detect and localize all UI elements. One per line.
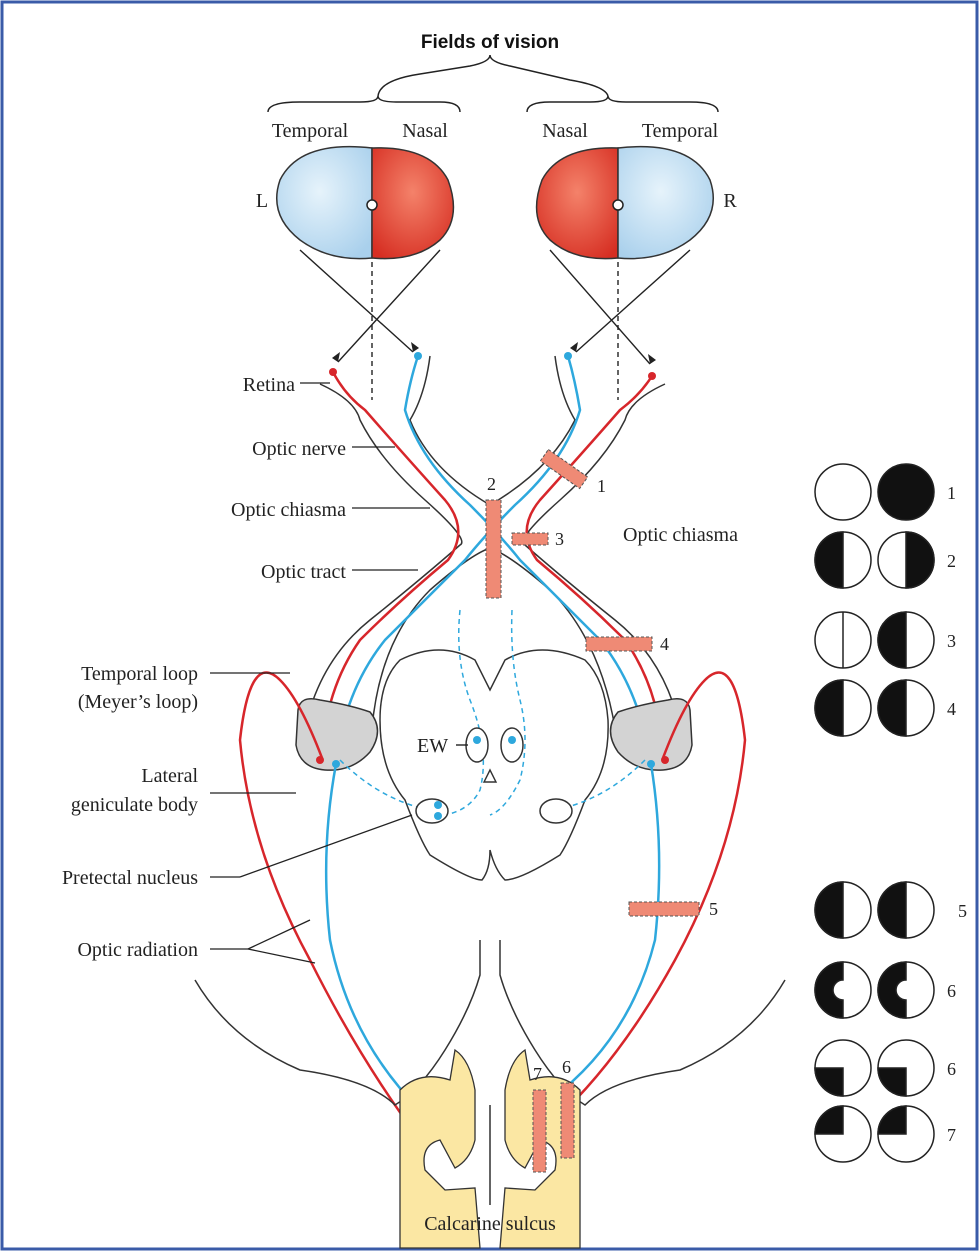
right-projection-lines <box>550 250 690 400</box>
pretectal-nucleus-label: Pretectal nucleus <box>62 867 198 889</box>
defect-6b-left-fill <box>815 1068 843 1096</box>
left-red-retina-point <box>329 368 337 376</box>
right-nasal-label: Nasal <box>542 120 588 142</box>
meyers-loop-label: (Meyer’s loop) <box>78 691 198 713</box>
lesion-1-number: 1 <box>597 476 606 496</box>
left-visual-field <box>277 147 454 259</box>
lesion-7-number: 7 <box>533 1064 542 1084</box>
pretectal-nucleus-left <box>416 799 448 823</box>
defect-4-right-fill <box>878 680 906 736</box>
optic-tract-label: Optic tract <box>261 561 346 583</box>
defect-5-left-fill <box>815 882 843 938</box>
lesion-3-number: 3 <box>555 529 564 549</box>
left-blue-retina-point <box>414 352 422 360</box>
defect-5-right-fill <box>878 882 906 938</box>
ew-right-point <box>508 736 516 744</box>
fields-brace <box>378 55 608 96</box>
defect-6b-right-fill <box>878 1068 906 1096</box>
left-eye-label: L <box>256 190 268 212</box>
occipital-outline <box>195 940 785 1105</box>
defect-1-number: 1 <box>947 483 956 503</box>
right-nasal-field <box>537 148 618 259</box>
left-temporal-field <box>277 147 372 259</box>
lesion-6 <box>561 1083 574 1158</box>
defect-3-right-fill <box>878 612 906 668</box>
midbrain-section <box>380 650 608 880</box>
lesion-5 <box>629 902 699 916</box>
left-fixation-point <box>367 200 377 210</box>
defect-4-number: 4 <box>947 699 956 719</box>
right-temporal-label: Temporal <box>642 120 719 142</box>
ew-nucleus-left <box>466 728 488 762</box>
right-lateral-geniculate-body <box>611 699 693 770</box>
lesion-4 <box>586 637 652 651</box>
lesion-2-number: 2 <box>487 474 496 494</box>
ew-label: EW <box>417 735 448 757</box>
calcarine-sulcus-label: Calcarine sulcus <box>424 1213 556 1235</box>
defect-1-right-eye <box>878 464 934 520</box>
lesion-5-number: 5 <box>709 899 718 919</box>
defect-6a-number: 6 <box>947 981 956 1001</box>
right-red-retina-point <box>648 372 656 380</box>
geniculate-body-label: geniculate body <box>71 794 198 816</box>
left-eye-brace <box>268 96 460 112</box>
defect-7-number: 7 <box>947 1125 956 1145</box>
defect-3-number: 3 <box>947 631 956 651</box>
defect-7-left-fill <box>815 1106 843 1134</box>
lesion-7 <box>533 1090 546 1172</box>
right-eye-label: R <box>723 190 737 212</box>
ew-nucleus-right <box>501 728 523 762</box>
right-visual-field <box>537 147 714 259</box>
lesion-2 <box>486 500 501 598</box>
ew-left-point <box>473 736 481 744</box>
optic-chiasma-label: Optic chiasma <box>231 499 346 521</box>
right-eye-brace <box>527 96 718 112</box>
pretectal-left-point-a <box>434 801 442 809</box>
lateral-label: Lateral <box>141 765 198 787</box>
optic-nerve-label: Optic nerve <box>252 438 346 460</box>
defect-2-number: 2 <box>947 551 956 571</box>
right-blue-retina-point <box>564 352 572 360</box>
defect-7-right-fill <box>878 1106 906 1134</box>
lesion-3 <box>512 533 548 545</box>
defect-5-number: 5 <box>958 901 967 921</box>
left-projection-lines <box>300 250 440 400</box>
left-optic-radiation-blue <box>326 764 420 1110</box>
defect-2-left-fill <box>815 532 843 588</box>
figure-title: Fields of vision <box>421 32 559 53</box>
pretectal-left-point-b <box>434 812 442 820</box>
defect-1-left-eye <box>815 464 871 520</box>
lesion-4-number: 4 <box>660 634 669 654</box>
field-defect-column <box>815 464 934 1162</box>
defect-4-left-fill <box>815 680 843 736</box>
lesion-6-number: 6 <box>562 1057 571 1077</box>
left-nasal-label: Nasal <box>402 120 448 142</box>
defect-6b-number: 6 <box>947 1059 956 1079</box>
left-lateral-geniculate-body <box>296 699 378 770</box>
optic-radiation-label: Optic radiation <box>77 939 198 961</box>
temporal-loop-label: Temporal loop <box>81 663 198 685</box>
retina-label: Retina <box>243 374 295 396</box>
defect-2-right-fill <box>906 532 934 588</box>
right-fixation-point <box>613 200 623 210</box>
left-nasal-field <box>372 148 453 259</box>
pretectal-nucleus-right <box>540 799 572 823</box>
left-temporal-label: Temporal <box>272 120 349 142</box>
right-temporal-field <box>618 147 713 259</box>
optic-chiasma-right-label: Optic chiasma <box>623 524 738 546</box>
